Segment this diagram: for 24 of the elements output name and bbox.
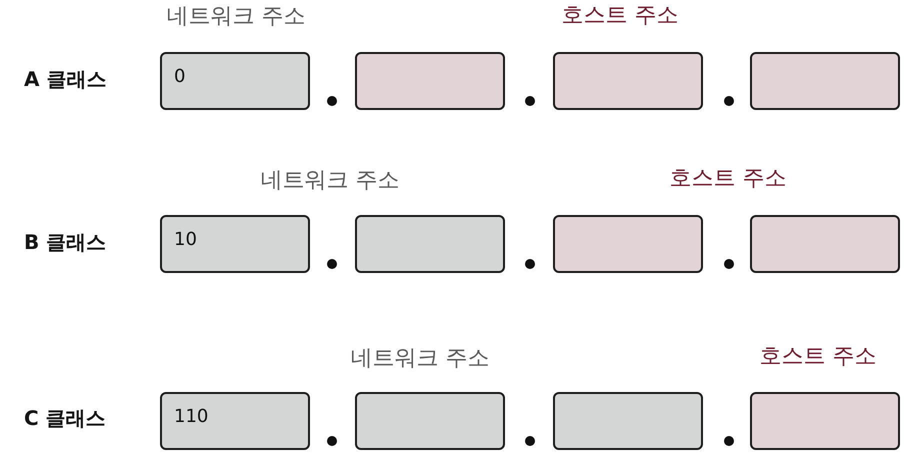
address-part-heading: 네트워크 주소	[260, 168, 400, 194]
host-part-box	[355, 52, 505, 110]
row-label: A 클래스	[24, 67, 106, 91]
prefix-bits-text: 0	[174, 66, 186, 88]
network-part-box	[355, 392, 505, 450]
address-part-heading: 호스트 주소	[670, 166, 786, 192]
row-label: B 클래스	[24, 230, 106, 254]
host-part-box	[553, 52, 703, 110]
network-part-box	[160, 392, 310, 450]
address-part-heading: 네트워크 주소	[166, 4, 306, 30]
network-part-box	[160, 215, 310, 273]
address-part-heading: 호스트 주소	[562, 3, 678, 30]
host-part-box	[750, 392, 900, 450]
host-part-box	[750, 215, 900, 273]
host-part-box	[553, 215, 703, 273]
prefix-bits-text: 110	[174, 406, 208, 428]
host-part-box	[750, 52, 900, 110]
network-part-box	[553, 392, 703, 450]
network-part-box	[160, 52, 310, 110]
row-label: C 클래스	[24, 406, 106, 430]
address-part-heading: 네트워크 주소	[350, 346, 490, 372]
address-part-heading: 호스트 주소	[760, 344, 876, 370]
prefix-bits-text: 10	[174, 229, 197, 251]
network-part-box	[355, 215, 505, 273]
